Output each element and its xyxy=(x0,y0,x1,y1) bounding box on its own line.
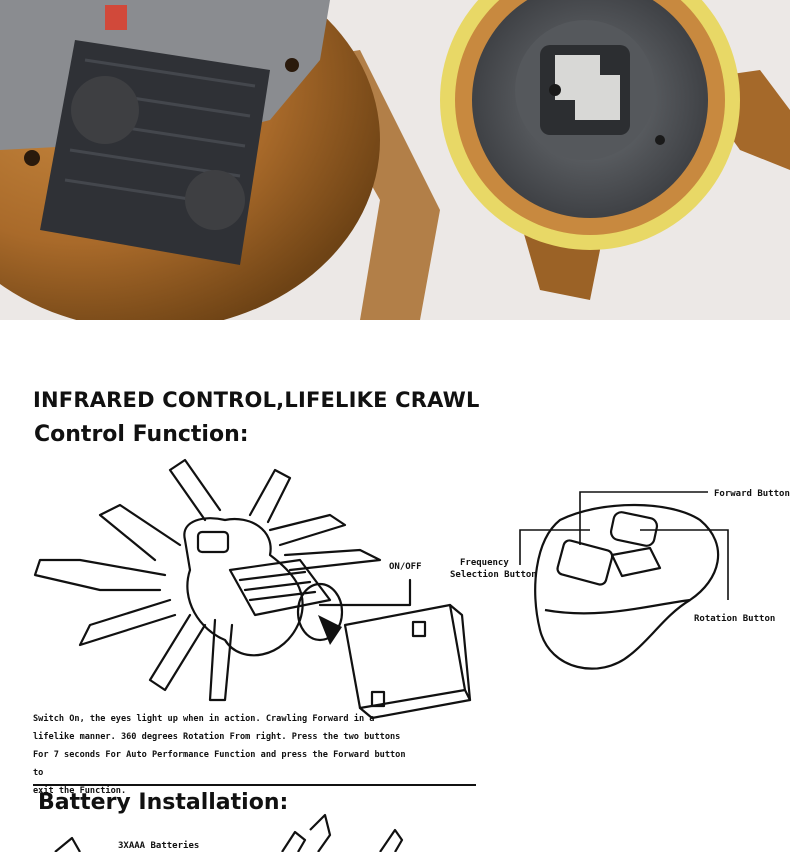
battery-label: 3XAAA Batteries xyxy=(118,841,200,851)
control-description: Switch On, the eyes light up when in act… xyxy=(33,710,413,800)
description-line: lifelike manner. 360 degrees Rotation Fr… xyxy=(33,732,401,742)
remote-callout-lines xyxy=(519,491,729,600)
frequency-label-line2: Selection Button xyxy=(450,570,537,580)
forward-button-label: Forward Button xyxy=(714,489,790,499)
spider-line-art xyxy=(33,458,472,720)
description-line: For 7 seconds For Auto Performance Funct… xyxy=(33,750,406,778)
battery-spider-legs-line-art xyxy=(54,813,404,852)
divider xyxy=(33,784,476,786)
headline: INFRARED CONTROL,LIFELIKE CRAWL xyxy=(33,388,480,412)
spider-toy-photo-illustration xyxy=(0,0,790,320)
description-line: Switch On, the eyes light up when in act… xyxy=(33,714,375,724)
battery-installation-title: Battery Installation: xyxy=(38,790,289,815)
frequency-label-line1: Frequency xyxy=(460,558,509,568)
remote-line-art xyxy=(534,503,720,670)
rotation-button-label: Rotation Button xyxy=(694,614,776,624)
on-off-label: ON/OFF xyxy=(389,562,422,572)
product-photo xyxy=(0,0,790,320)
description-line: exit the Function. xyxy=(33,786,127,796)
control-function-title: Control Function: xyxy=(34,422,249,447)
arrow-head-icon xyxy=(318,615,342,645)
